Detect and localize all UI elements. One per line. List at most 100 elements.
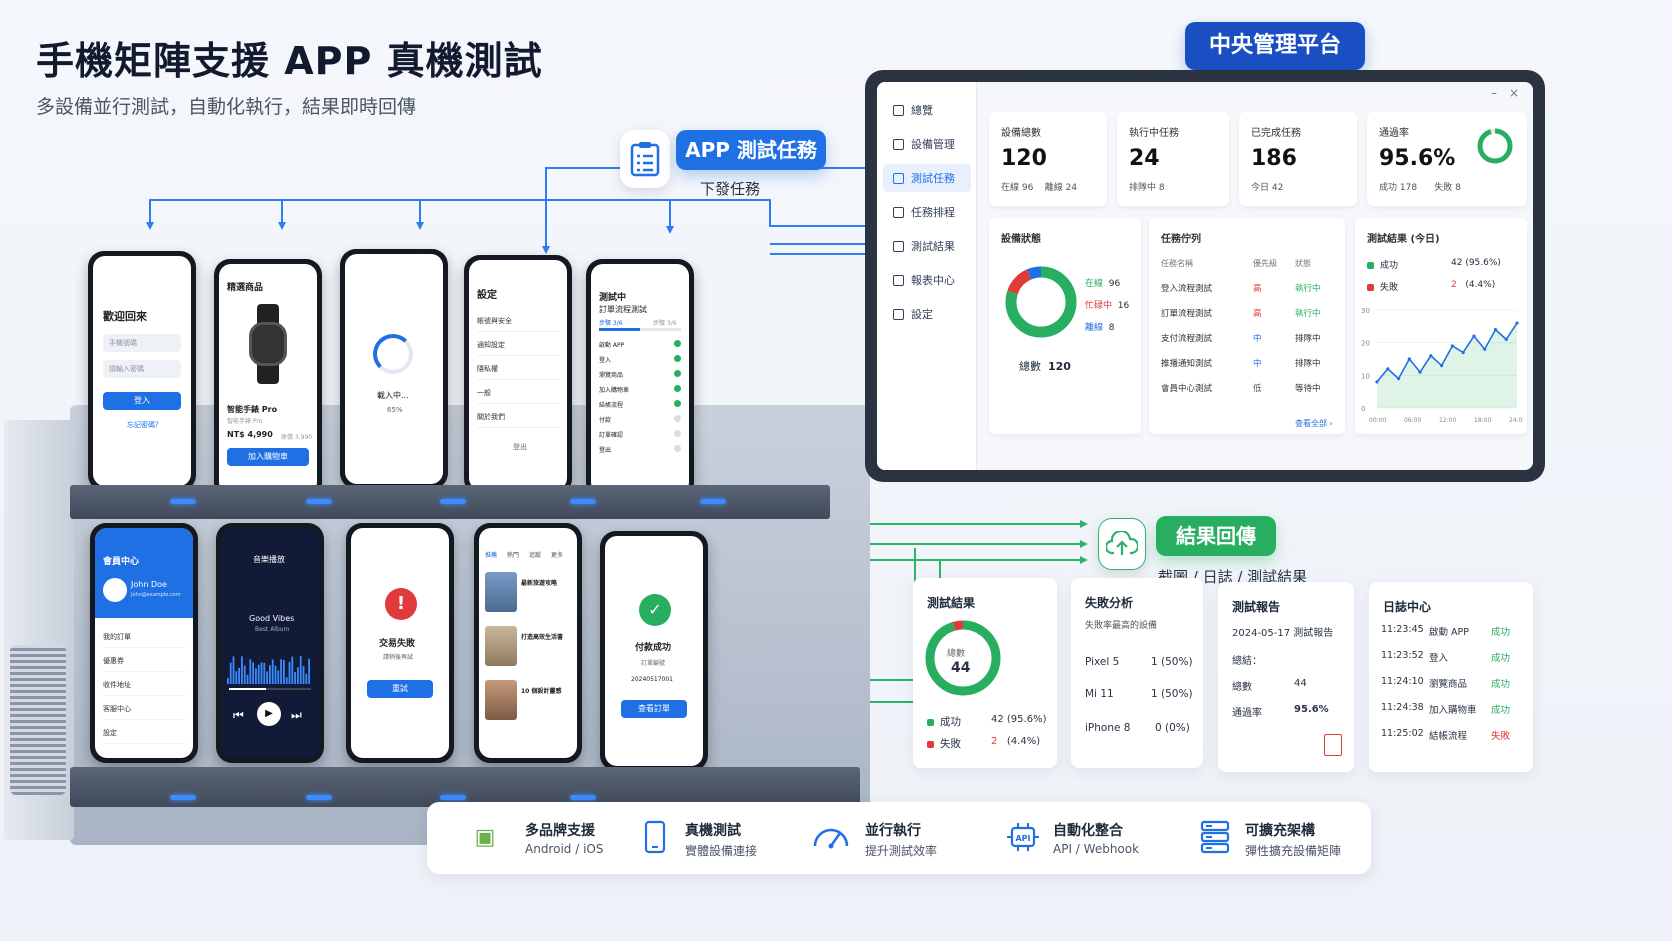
sidebar-item[interactable]: 任務排程 [883,198,971,226]
sidebar-item-label: 測試任務 [911,172,955,185]
queue-cell: 執行中 [1295,309,1321,319]
feed-thumb [485,680,517,720]
previous-icon[interactable]: ⏮ [233,708,244,722]
close-icon[interactable]: × [1508,86,1519,100]
success-check-icon: ✓ [639,594,671,626]
wave-bar [285,677,288,684]
testing-progress-label-right: 步驟 3/6 [653,320,677,327]
sidebar-item[interactable]: 總覽 [883,96,971,124]
song-title: Good Vibes [249,614,295,623]
loading-percent: 65% [387,406,403,414]
feed-item-title[interactable]: 10 個設計靈感 [521,688,562,695]
results-donut [925,620,1001,696]
add-to-cart-button[interactable]: 加入購物車 [227,448,309,466]
sidebar-item[interactable]: 設定 [883,300,971,328]
data-point [1440,363,1444,368]
step-status-icon [674,370,681,377]
x-tick-label: 12:00 [1439,417,1456,424]
phone-paid: ✓ 付款成功 訂單編號 20240517001 查看訂單 [600,531,708,771]
queue-header: 任務名稱 [1161,259,1193,268]
sidebar-item[interactable]: 測試任務 [883,164,971,192]
member-menu-item[interactable]: 設定 [103,722,185,744]
wave-bar [229,662,232,684]
settings-item[interactable]: 一般 [477,382,559,404]
data-point [1450,344,1454,348]
testing-title: 測試中 [599,293,627,303]
queue-cell: 低 [1253,384,1262,394]
phone-settings: 設定 帳號與安全 通知設定 隱私權 一般 關於我們 登出 [464,255,572,495]
loading-text: 載入中... [377,391,409,400]
member-menu-item[interactable]: 我的訂單 [103,626,185,648]
testing-progress-label: 步驟 3/6 [599,320,623,327]
member-menu-item[interactable]: 優惠券 [103,650,185,672]
wave-bar [299,656,302,684]
feed-item-title[interactable]: 最新旅遊攻略 [521,580,558,587]
wave-bar [260,662,263,684]
view-order-button[interactable]: 查看訂單 [621,700,687,718]
settings-item[interactable]: 帳號與安全 [477,310,559,332]
step-status-icon [674,415,681,422]
feed-thumb [485,626,517,666]
wave-bar [263,662,266,684]
member-title: 會員中心 [103,557,140,567]
test-step: 登入 [599,355,681,364]
phone-number-field[interactable]: 手機號碼 [103,334,181,352]
password-field[interactable]: 請輸入密碼 [103,360,181,378]
wave-bar [291,656,294,684]
app-test-task-pill: APP 測試任務 [676,130,826,170]
data-point [1472,334,1476,338]
feed-tabs[interactable]: 推薦熱門追蹤更多 [485,552,564,559]
feature-multi-brand: ▣ 多品牌支援 Android / iOS [461,816,621,860]
member-menu-item[interactable]: 客服中心 [103,698,185,720]
play-button[interactable]: ▶ [257,702,281,726]
server-stack-icon [1197,820,1233,856]
step-status-icon [674,355,681,362]
queue-cell: 高 [1253,309,1262,319]
y-tick-label: 30 [1361,307,1370,315]
phone-login: 歡迎回來 手機號碼 請輸入密碼 登入 忘記密碼？ [88,251,196,491]
page-title: 手機矩陣支援 APP 真機測試 [36,39,543,83]
feature-parallel: 並行執行 提升測試效率 [809,816,969,860]
sidebar-item[interactable]: 設備管理 [883,130,971,158]
settings-item[interactable]: 隱私權 [477,358,559,380]
data-point [1461,350,1465,355]
log-cell: 失敗 [1491,731,1511,742]
device-status-donut [1005,266,1077,338]
pdf-file-icon[interactable] [1324,734,1342,756]
x-tick-label: 00:00 [1369,417,1386,424]
watch-image [243,304,293,384]
sidebar-item-icon [893,138,904,150]
sidebar-item[interactable]: 測試結果 [883,232,971,260]
logout-button[interactable]: 登出 [513,443,527,451]
sidebar-item[interactable]: 報表中心 [883,266,971,294]
next-icon[interactable]: ⏭ [291,708,302,722]
settings-item[interactable]: 關於我們 [477,406,559,428]
settings-item[interactable]: 通知設定 [477,334,559,356]
fan-grille [10,645,66,795]
product-page-title: 精選商品 [227,283,264,293]
android-apple-icon: ▣ [474,825,496,850]
test-step: 加入購物車 [599,385,681,394]
queue-header: 狀態 [1295,259,1311,268]
failed-desc: 請稍後再試 [383,654,414,661]
log-cell: 11:25:02 [1381,728,1424,739]
view-all-link[interactable]: 查看全部 › [1295,419,1333,428]
wave-bar [302,666,305,684]
member-menu-item[interactable]: 收件地址 [103,674,185,696]
loading-spinner-icon [373,334,413,374]
data-point [1407,357,1411,361]
test-step: 登出 [599,445,681,454]
gauge-icon [809,820,853,856]
page-subtitle: 多設備並行測試，自動化執行，結果即時回傳 [36,96,417,118]
x-tick-label: 24:00 [1509,417,1523,424]
phone-member: 會員中心 John Doe john@example.com 我的訂單 優惠券 … [90,523,198,763]
feature-bar: ▣ 多品牌支援 Android / iOS 真機測試 實體設備連接 並行執行 提… [427,802,1371,874]
login-button[interactable]: 登入 [103,392,181,410]
minimize-icon[interactable]: – [1491,86,1497,100]
feed-item-title[interactable]: 打造高效生活書 [521,634,564,641]
forgot-password-link[interactable]: 忘記密碼？ [127,421,162,429]
wave-bar [246,674,249,684]
retry-button[interactable]: 重試 [367,680,433,698]
